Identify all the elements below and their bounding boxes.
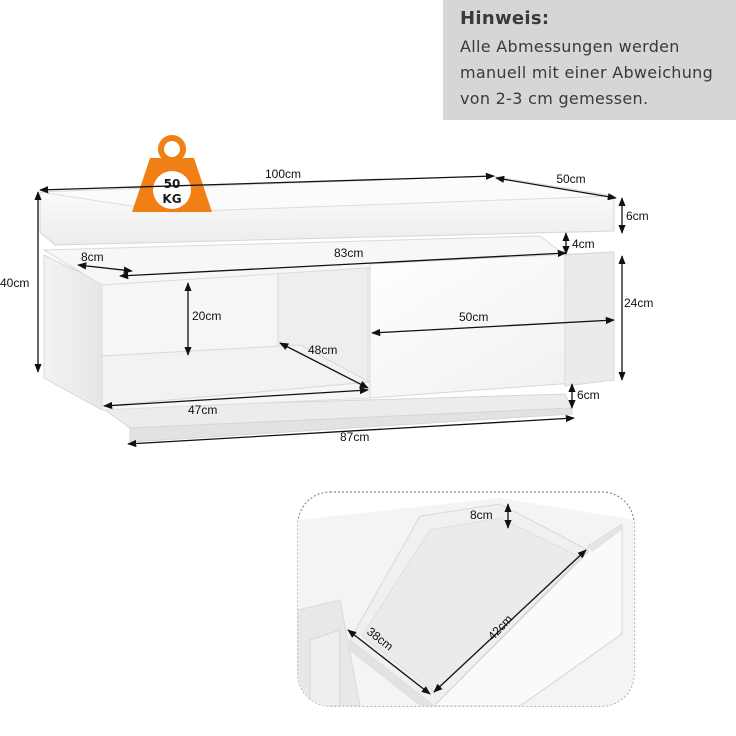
label-top-thickness: 6cm: [626, 209, 649, 223]
label-gap: 4cm: [572, 237, 595, 251]
label-overall-height: 40cm: [0, 276, 29, 290]
dim-line-drawer-inner-length: [433, 549, 587, 693]
drawer-detail-view: 8cm 42cm 38cm: [297, 491, 635, 707]
dimension-lines: [34, 172, 626, 448]
label-shelf-width: 47cm: [188, 403, 217, 417]
dim-line-shelf-depth: [279, 342, 369, 389]
dim-line-inner-width: [119, 249, 567, 280]
label-base-height: 6cm: [577, 388, 600, 402]
label-shelf-depth: 48cm: [308, 343, 337, 357]
dim-line-shelf-width: [103, 386, 369, 410]
label-base-width: 87cm: [340, 430, 369, 444]
label-drawer-wall: 8cm: [470, 508, 493, 522]
note-box: [443, 0, 736, 120]
label-shelf-height: 20cm: [192, 309, 221, 323]
note-title: Hinweis:: [460, 8, 550, 29]
label-drawer-depth: 50cm: [459, 310, 488, 324]
dim-line-drawer-depth: [371, 316, 615, 337]
note-line-2: manuell mit einer Abweichung: [460, 63, 714, 82]
weight-badge: 50 KG: [132, 135, 212, 212]
detail-dimension-lines: [347, 503, 587, 695]
label-drawer-height: 24cm: [624, 296, 653, 310]
label-inner-width: 83cm: [334, 246, 363, 260]
label-side-offset: 8cm: [81, 250, 104, 264]
note-line-3: von 2-3 cm gemessen.: [460, 89, 649, 108]
weight-value: 50: [164, 177, 181, 191]
label-depth-top: 50cm: [556, 172, 585, 186]
dim-line-base-width: [127, 414, 575, 448]
dim-line-depth-top: [495, 175, 617, 201]
coffee-table: [39, 175, 615, 443]
label-width-top: 100cm: [265, 167, 301, 181]
dimension-labels: 100cm 50cm 6cm 4cm 40cm 8cm 83cm 20cm 24…: [0, 167, 653, 444]
note-line-1: Alle Abmessungen werden: [460, 37, 680, 56]
weight-handle-icon: [158, 135, 186, 163]
dim-line-drawer-inner-width: [347, 629, 431, 695]
weight-unit: KG: [162, 192, 181, 206]
dim-line-width-top: [39, 172, 495, 194]
